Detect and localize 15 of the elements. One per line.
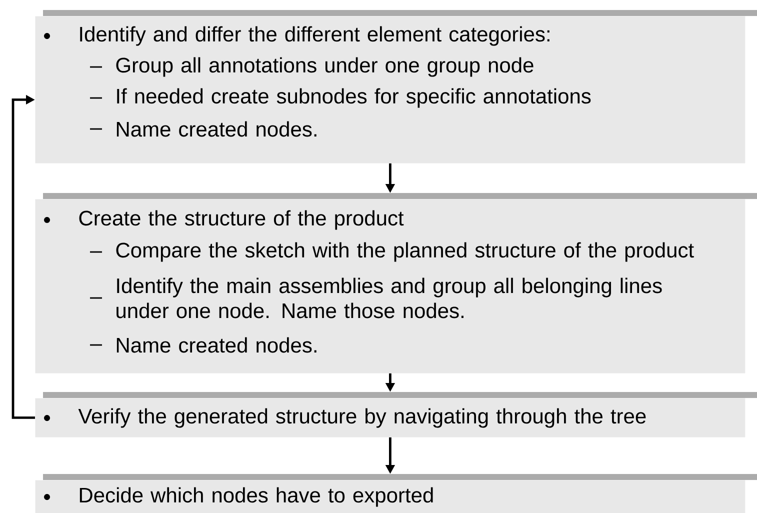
- item-text: Create the structure of the product: [79, 210, 404, 230]
- sub-item-text: Group all annotations under one group node: [116, 57, 534, 77]
- step-box: [35, 474, 757, 513]
- sub-item-text: Name created nodes.: [116, 121, 316, 137]
- step-box: [35, 193, 757, 374]
- step-box: [35, 392, 757, 438]
- sub-item-text: If needed create subnodes for specific annotations: [117, 88, 591, 108]
- sub-item-text: Identify the main assemblies and group all belonging lines under one node. Name those nodes.: [116, 278, 662, 318]
- sub-item-text: Compare the sketch with the planned structure of the product: [116, 242, 694, 262]
- arrow: [12, 94, 35, 419]
- step-box: [35, 10, 757, 164]
- item-text: Identify and differ the different element categories:: [80, 26, 550, 46]
- sub-item-text: Name created nodes.: [116, 337, 316, 353]
- item-text: Decide which nodes have to exported: [80, 487, 433, 507]
- item-text: Verify the generated structure by navigating through the tree: [78, 408, 646, 428]
